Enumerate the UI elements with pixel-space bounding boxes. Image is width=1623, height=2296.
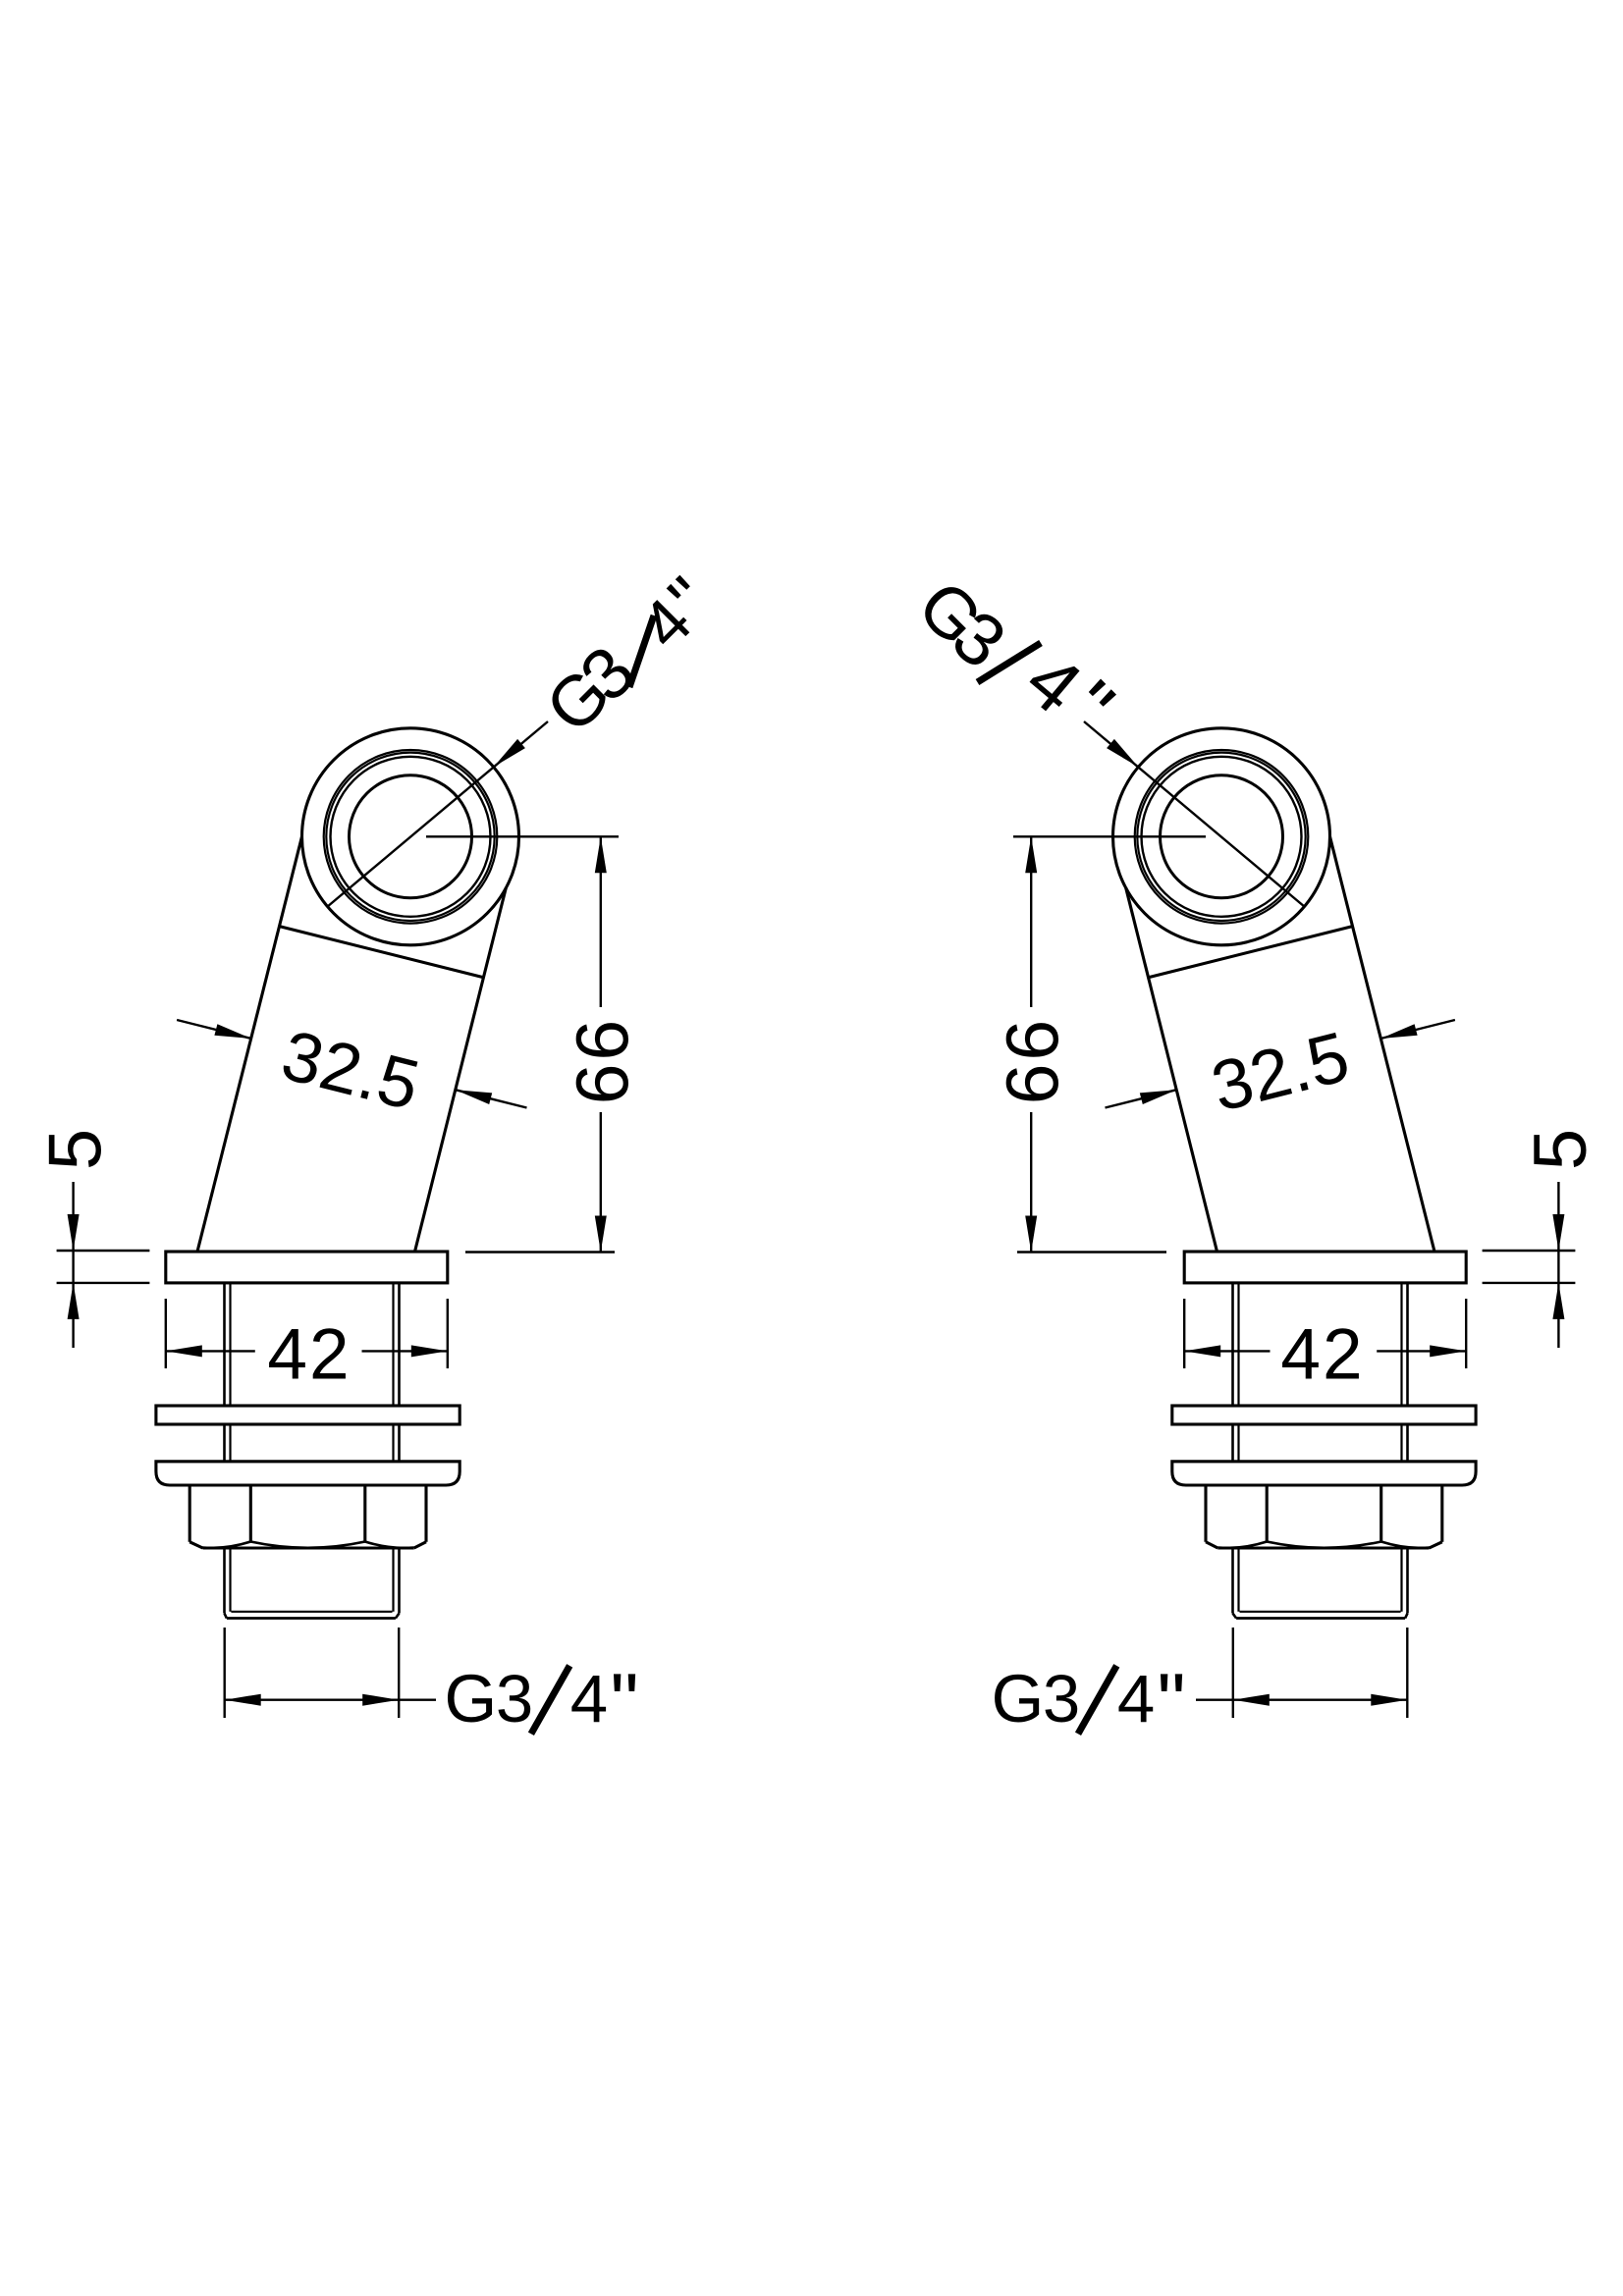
svg-text:66: 66	[561, 1017, 643, 1104]
svg-text:3: 3	[1043, 1661, 1080, 1736]
svg-text:G: G	[992, 1661, 1045, 1736]
svg-text:42: 42	[1280, 1314, 1364, 1394]
svg-text:3: 3	[496, 1661, 533, 1736]
svg-text:G: G	[444, 1661, 497, 1736]
svg-text:4: 4	[1117, 1661, 1155, 1736]
svg-text:5: 5	[1519, 1129, 1602, 1170]
svg-text:": "	[610, 1658, 638, 1747]
svg-text:": "	[1158, 1658, 1186, 1747]
svg-text:4: 4	[570, 1661, 608, 1736]
svg-text:5: 5	[34, 1129, 118, 1170]
svg-text:42: 42	[267, 1314, 351, 1394]
svg-text:66: 66	[992, 1017, 1074, 1104]
